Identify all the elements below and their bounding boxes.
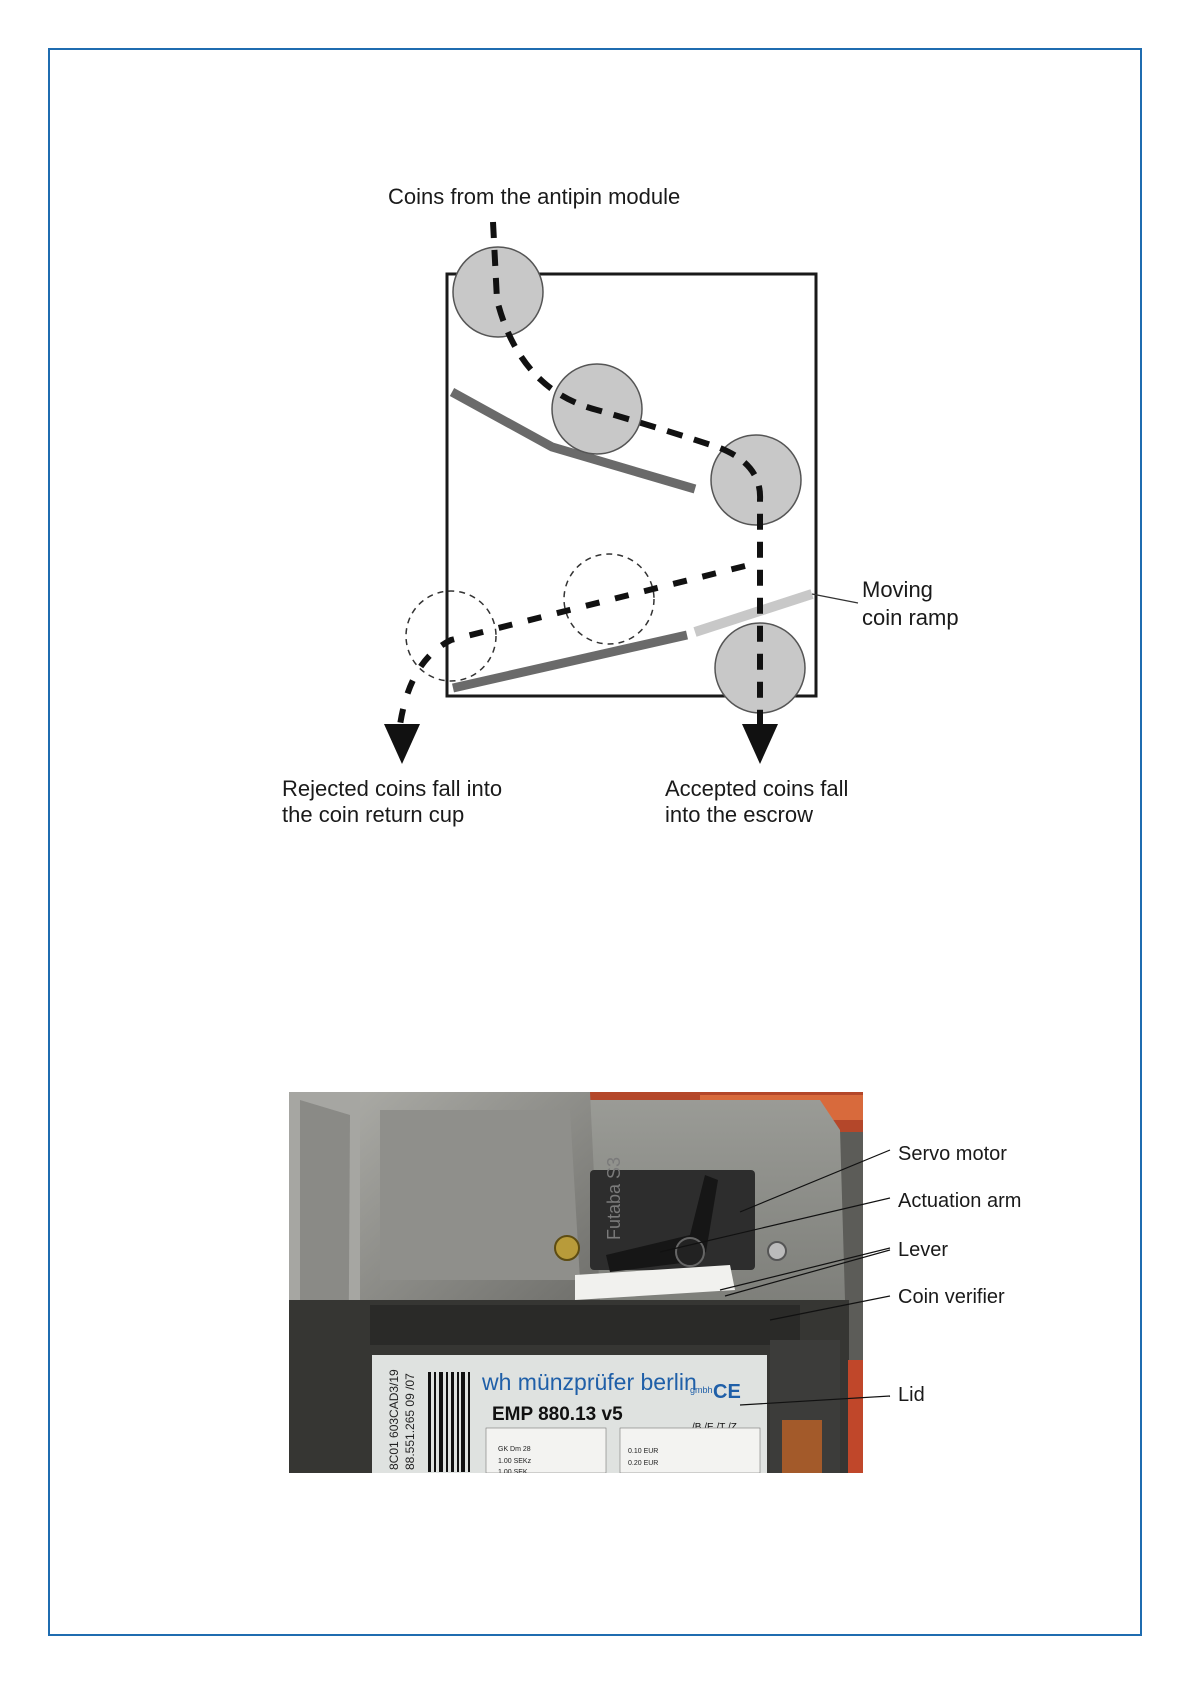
- coin-path-rejected: [400, 566, 745, 725]
- rejected-label-2: the coin return cup: [282, 802, 464, 827]
- table-left-row-1: GK Dm 28: [498, 1446, 531, 1453]
- moving-ramp-label-1: Moving: [862, 577, 933, 602]
- accepted-arrowhead: [742, 724, 778, 764]
- moving-ramp-label-2: coin ramp: [862, 605, 959, 630]
- accepted-label-2: into the escrow: [665, 802, 813, 827]
- device-brand-suffix: gmbh: [690, 1385, 713, 1395]
- table-right-row-2: 0.20 EUR: [628, 1460, 658, 1467]
- device-brand: wh münzprüfer berlin: [481, 1369, 697, 1395]
- coin-verifier-label: Coin verifier: [898, 1286, 1005, 1308]
- table-left-row-2: 1.00 SEKz: [498, 1458, 532, 1465]
- device-model: EMP 880.13 v5: [492, 1404, 623, 1425]
- antipin-label: Coins from the antipin module: [388, 184, 680, 209]
- lid-label: Lid: [898, 1384, 925, 1406]
- barcode-text-2: 88.551.265 09 /07: [403, 1373, 417, 1470]
- moving-ramp-leader: [812, 594, 858, 603]
- table-left-row-3: 1.00 SEK: [498, 1469, 528, 1476]
- actuation-arm-label: Actuation arm: [898, 1190, 1021, 1212]
- coin-path-diagram: Coins from the antipin module Moving coi…: [0, 0, 1190, 900]
- accepted-label-1: Accepted coins fall: [665, 776, 848, 801]
- barcode-text-1: 8C01 603CAD3/19: [387, 1369, 401, 1470]
- ce-mark: CE: [713, 1381, 741, 1403]
- lever-label: Lever: [898, 1239, 948, 1261]
- device-photo: Futaba S3 8C01 603CAD3/19 88.551.265 09 …: [0, 1080, 1190, 1480]
- coin-rejected-exit: [406, 591, 496, 681]
- rejected-label-1: Rejected coins fall into: [282, 776, 502, 801]
- coin-rejected-mid: [564, 554, 654, 644]
- table-right-row-1: 0.10 EUR: [628, 1448, 658, 1455]
- rejected-arrowhead: [384, 724, 420, 764]
- servo-motor-label: Servo motor: [898, 1143, 1007, 1165]
- servo-label-text: Futaba S3: [604, 1157, 624, 1240]
